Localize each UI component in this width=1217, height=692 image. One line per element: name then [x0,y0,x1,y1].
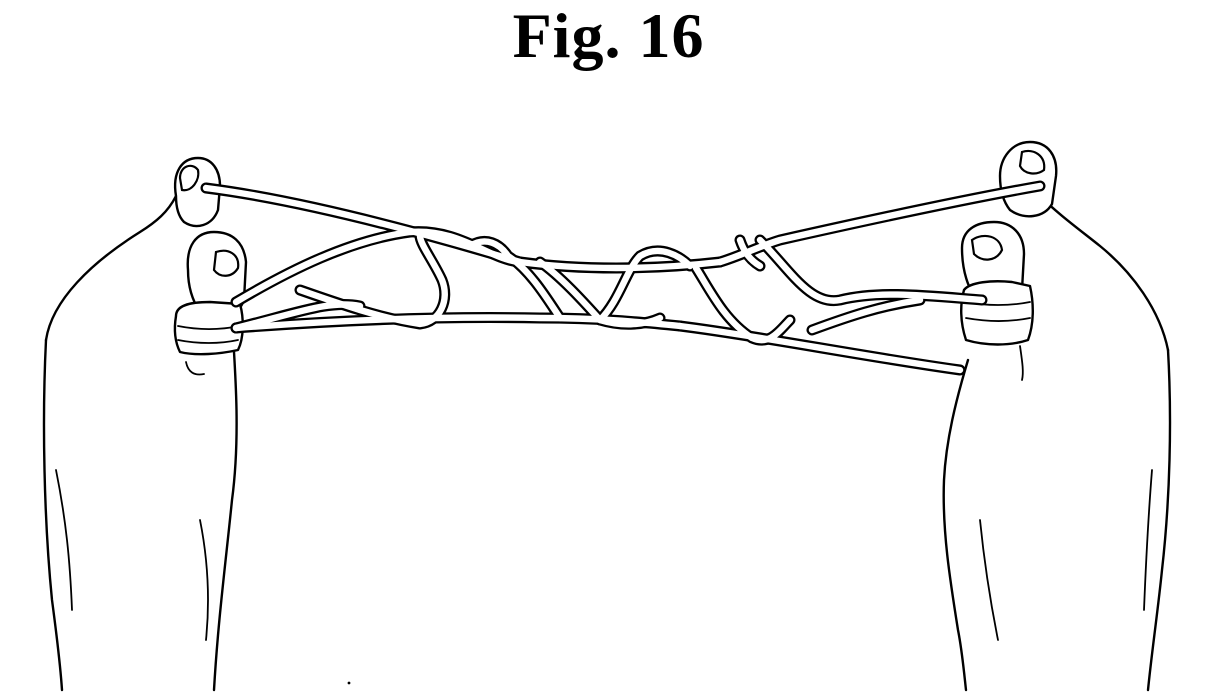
string-figure-icon [200,180,1046,376]
speck-mark [347,681,351,685]
left-hand-icon [42,156,248,692]
figure-title: Fig. 16 [512,0,705,71]
right-hand-icon [942,140,1172,692]
